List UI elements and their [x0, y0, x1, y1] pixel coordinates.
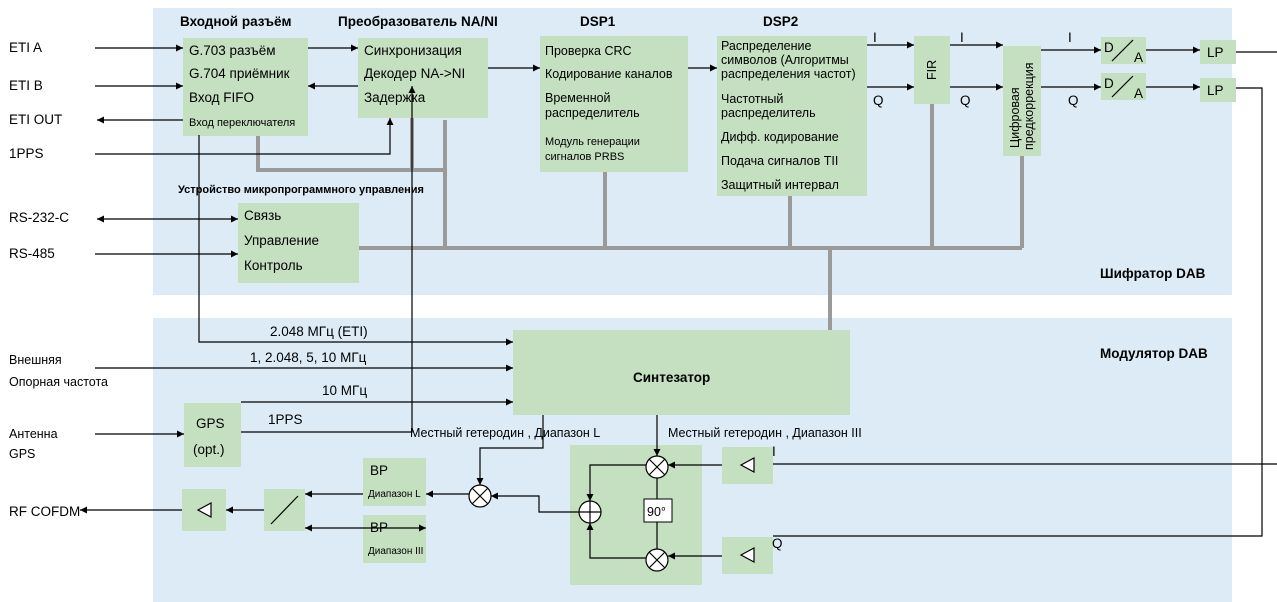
firmware-item: Контроль	[244, 258, 303, 273]
lp-label: LP	[1207, 45, 1224, 60]
input-connector-item: Вход FIFO	[189, 90, 254, 105]
encoder-connections	[95, 41, 1277, 537]
input-connector-item: Вход переключателя	[189, 117, 295, 129]
svg-text:A: A	[1134, 86, 1143, 101]
dsp2-block	[717, 36, 867, 196]
encoder-region-label: Шифратор DAB	[1100, 266, 1206, 281]
dac-i: D A	[1101, 37, 1146, 65]
port-rs232: RS-232-C	[9, 210, 69, 225]
dsp1-item: Проверка CRC	[545, 44, 632, 58]
svg-text:D: D	[1104, 40, 1114, 55]
switch-icon	[270, 495, 299, 525]
i-label: I	[1068, 30, 1072, 45]
svg-text:A: A	[1134, 50, 1143, 65]
gps-antenna-label: Антенна	[9, 427, 58, 441]
q-label: Q	[873, 93, 884, 108]
modulator-connections	[80, 86, 722, 560]
fir-block	[914, 36, 950, 104]
converter-item: Декодер NA->NI	[364, 66, 465, 81]
converter-item: Задержка	[364, 90, 426, 105]
lp-filter-q	[1200, 78, 1236, 102]
modulator-region-label: Модулятор DAB	[1100, 346, 1208, 361]
phase-shift-label: 90°	[647, 505, 666, 519]
converter-block	[358, 38, 488, 118]
predistortion-label: Цифровая	[1008, 87, 1022, 148]
q-label: Q	[1068, 93, 1079, 108]
dsp2-item: распределения частот)	[721, 67, 856, 81]
gps-label: GPS	[196, 416, 225, 431]
dsp2-item: Дифф. кодирование	[721, 130, 839, 144]
lo-band-3-label: Местный гетеродин , Диапазон III	[668, 426, 862, 440]
amplifier-icon	[196, 501, 212, 519]
dsp2-item: Частотный	[721, 92, 783, 106]
dsp1-item: Модуль генерации	[545, 136, 640, 148]
ext-ref-label: Опорная частота	[9, 375, 108, 389]
fir-label: FIR	[925, 60, 939, 80]
converter-item: Синхронизация	[364, 43, 462, 58]
freq-eti-label: 2.048 МГц (ETI)	[270, 324, 368, 339]
bp-label: BP	[370, 463, 388, 478]
predistortion-label: предкоррекция	[1022, 63, 1036, 151]
ext-ref-label: Внешняя	[9, 353, 62, 367]
dac-q: D A	[1101, 73, 1146, 101]
dsp2-item: Подача сигналов TII	[721, 154, 838, 168]
lo-band-l-label: Местный гетеродин , Диапазон L	[410, 426, 600, 440]
input-1pps: 1PPS	[9, 146, 44, 161]
dsp2-item: распределитель	[721, 106, 816, 120]
freq-ext-label: 1, 2.048, 5, 10 МГц	[250, 350, 367, 365]
bp-filter-3	[363, 515, 426, 563]
synthesizer-block	[513, 330, 850, 415]
firmware-title: Устройство микропрограммного управления	[178, 184, 424, 196]
converter-title: Преобразователь NA/NI	[338, 14, 498, 29]
svg-text:D: D	[1104, 76, 1114, 91]
firmware-block	[238, 203, 359, 283]
dsp1-item: Кодирование каналов	[545, 67, 673, 81]
gps-block	[184, 403, 241, 467]
dsp1-block	[540, 36, 688, 172]
control-bus	[256, 104, 1024, 330]
dsp1-item: распределитель	[545, 106, 640, 120]
i-label: I	[772, 444, 776, 459]
synthesizer-label: Синтезатор	[633, 370, 710, 385]
firmware-item: Связь	[244, 208, 281, 223]
input-eti-a: ETI A	[9, 40, 42, 55]
bp-filter-l	[363, 458, 426, 506]
dsp1-item: сигналов PRBS	[545, 151, 624, 163]
predistortion-block	[1003, 46, 1041, 156]
i-label: I	[873, 30, 877, 45]
gps-antenna-label: GPS	[9, 447, 35, 461]
dsp2-item: символов (Алгоритмы	[721, 53, 849, 67]
port-rs485: RS-485	[9, 246, 55, 261]
amplifier-icon	[739, 456, 755, 474]
input-connector-title: Входной разъём	[180, 14, 291, 29]
input-connector-block	[183, 38, 308, 136]
band-3-label: Диапазон III	[368, 546, 423, 557]
freq-10-label: 10 МГц	[322, 383, 367, 398]
input-connector-item: G.704 приёмник	[189, 66, 290, 81]
output-eti-out: ETI OUT	[9, 112, 62, 127]
dsp1-item: Временной	[545, 91, 611, 105]
i-label: I	[960, 30, 964, 45]
input-eti-b: ETI B	[9, 78, 43, 93]
dsp2-item: Распределение	[721, 39, 811, 53]
lp-filter-i	[1200, 40, 1236, 64]
dsp2-title: DSP2	[763, 14, 798, 29]
q-label: Q	[960, 93, 971, 108]
lp-label: LP	[1207, 83, 1224, 98]
input-connector-item: G.703 разъём	[189, 43, 276, 58]
dsp1-title: DSP1	[580, 14, 616, 29]
pps-label: 1PPS	[268, 412, 303, 427]
amplifier-icon	[739, 546, 755, 564]
firmware-item: Управление	[244, 233, 319, 248]
rf-output-label: RF COFDM	[9, 504, 80, 519]
band-l-label: Диапазон L	[368, 489, 421, 500]
q-label: Q	[772, 536, 783, 551]
dsp2-item: Защитный интервал	[721, 178, 839, 192]
phase-shift-block	[643, 498, 673, 523]
gps-label: (opt.)	[193, 442, 225, 457]
